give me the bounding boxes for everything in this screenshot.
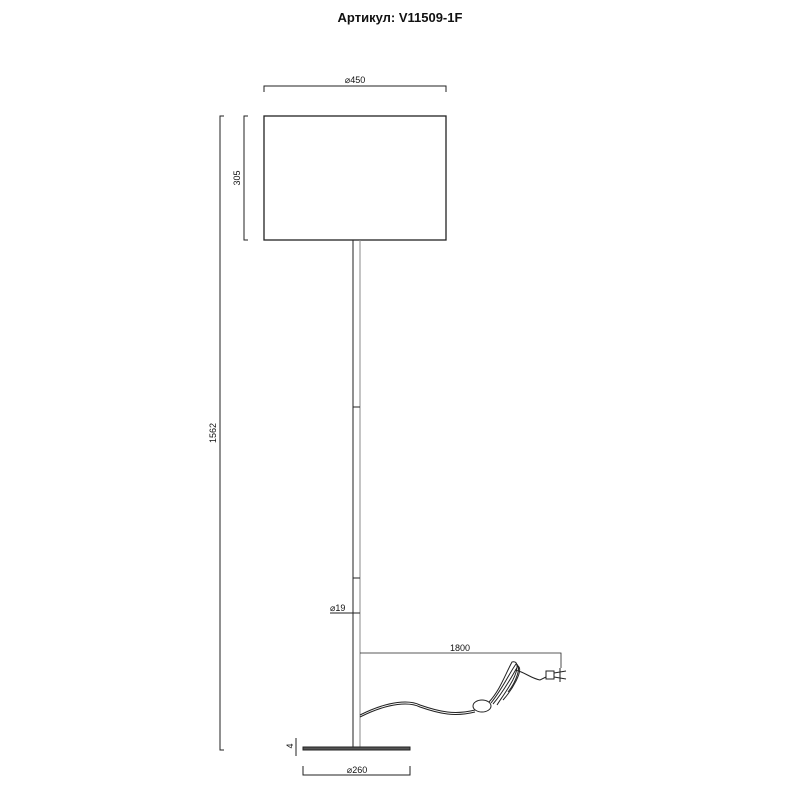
label-base-diameter: ⌀260 <box>347 765 367 775</box>
lamp-base <box>302 746 411 751</box>
lamp-shade <box>263 115 447 241</box>
foot-switch <box>472 699 492 713</box>
article-title: Артикул: V11509-1F <box>337 10 463 25</box>
label-total-height: 1562 <box>208 423 218 443</box>
dim-cable-length <box>360 652 562 668</box>
power-cable <box>359 661 567 718</box>
label-base-thickness: 4 <box>285 743 295 748</box>
label-pole-diameter: ⌀19 <box>330 603 345 613</box>
dim-shade-height <box>243 115 248 241</box>
lamp-pole <box>352 240 361 748</box>
label-cable-length: 1800 <box>450 643 470 653</box>
label-shade-height: 305 <box>232 170 242 185</box>
dim-shade-diameter <box>263 85 447 92</box>
label-shade-diameter: ⌀450 <box>345 75 365 85</box>
dim-total-height <box>219 115 224 751</box>
dim-base-diameter <box>302 766 411 776</box>
plug-icon <box>545 668 567 682</box>
